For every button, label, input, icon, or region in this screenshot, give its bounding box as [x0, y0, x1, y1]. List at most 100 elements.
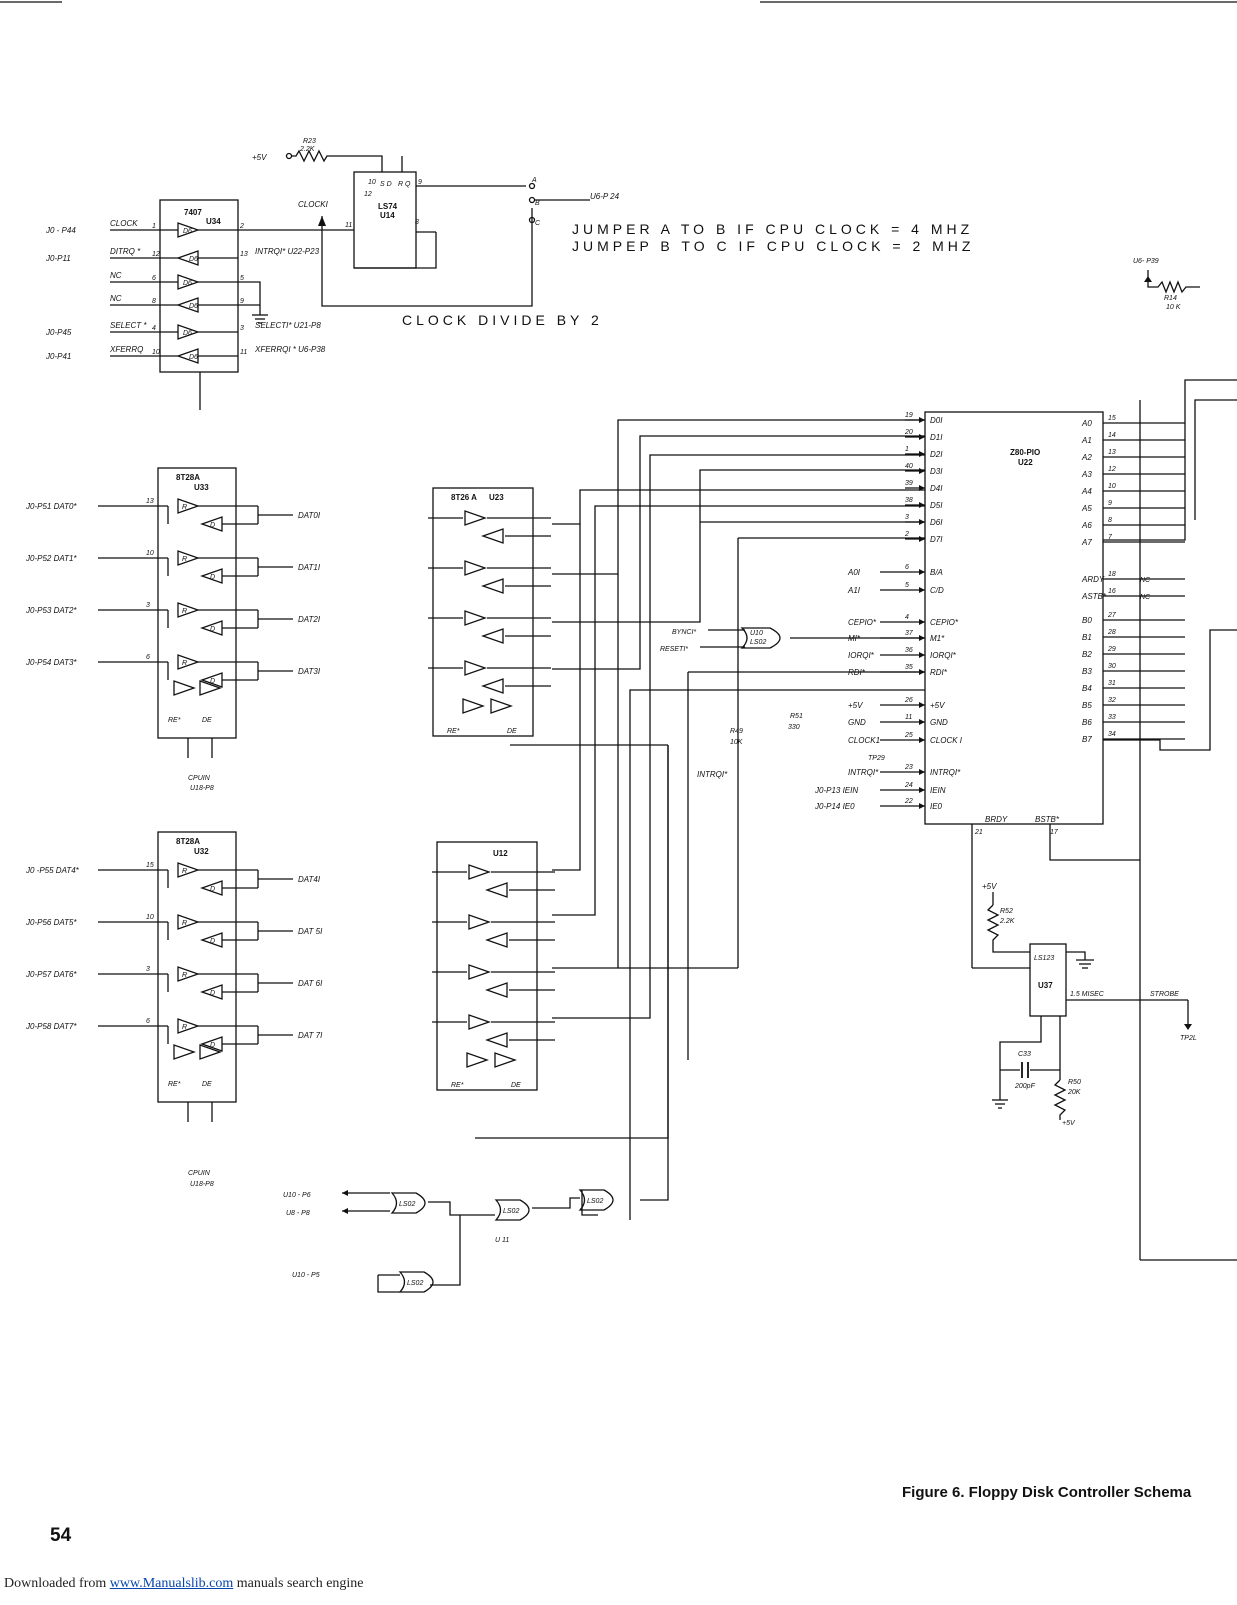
- z80-left-pin-number: 39: [905, 480, 913, 487]
- svg-text:R Q: R Q: [398, 181, 411, 188]
- arrowhead: [919, 536, 925, 542]
- nor-gate-label: LS02: [587, 1198, 603, 1205]
- z80-ctrl-pin-name: CLOCK I: [930, 736, 963, 745]
- z80-ctrl-pin-name: RDI*: [930, 668, 948, 677]
- z80-ctrl-pin-name: GND: [930, 718, 948, 727]
- u23-driver: [481, 528, 504, 544]
- u32-d-label: D: [210, 886, 215, 893]
- z80-ctrl-ext-label: +5V: [848, 701, 863, 710]
- u12-re-buffer: [466, 1052, 489, 1068]
- z80-right-pin-name: B4: [1082, 684, 1092, 693]
- u33-output-signal: DAT0I: [298, 511, 321, 520]
- r14-label: R14: [1164, 295, 1177, 302]
- z80-ctrl-pin-number: 5: [905, 582, 909, 589]
- u34-input-pin: 12: [152, 251, 160, 258]
- z80-right-pin-name: B2: [1082, 650, 1092, 659]
- u34-output-signal: XFERRQI * U6-P38: [254, 345, 326, 354]
- u6p39-label: U6- P39: [1133, 258, 1159, 265]
- z80-left-pin-number: 1: [905, 446, 909, 453]
- arrowhead: [919, 519, 925, 525]
- u12-de-label: DE: [511, 1082, 521, 1089]
- z80-ctrl-pin-name: INTRQI*: [930, 768, 961, 777]
- u32-de-label: DE: [202, 1081, 212, 1088]
- u34-type: 7407: [184, 208, 202, 217]
- z80-right-pin-name: B0: [1082, 616, 1092, 625]
- u34-output-pin: 9: [240, 298, 244, 305]
- u32-d-label: D: [210, 938, 215, 945]
- c33-value: 200pF: [1014, 1083, 1036, 1090]
- u32-output-signal: DAT 6I: [298, 979, 323, 988]
- u34-output-pin: 3: [240, 325, 244, 332]
- z80-right-pin-name: A7: [1081, 538, 1092, 547]
- u23-driver: [481, 578, 504, 594]
- arrowhead: [919, 619, 925, 625]
- z80-right-pin-number: 18: [1108, 571, 1116, 578]
- z80-ctrl-ext-label: A0I: [847, 568, 861, 577]
- u32-r-label: R: [182, 868, 187, 875]
- u34-gate: [177, 222, 200, 238]
- jumper-ab-note: JUMPER A TO B IF CPU CLOCK = 4 MHZ: [572, 221, 973, 237]
- z80-right-pin-number: 12: [1108, 466, 1116, 473]
- footer-link[interactable]: www.Manualslib.com: [109, 1576, 234, 1591]
- u32-receiver: [177, 966, 200, 982]
- z80-right-pin-name: B5: [1082, 701, 1092, 710]
- u32-r-label: R: [182, 972, 187, 979]
- u37-ref: U37: [1038, 981, 1053, 990]
- u34-output-pin: 2: [239, 223, 244, 230]
- arrowhead: [919, 652, 925, 658]
- u10p6-label: U10 - P6: [283, 1192, 311, 1199]
- u33-ref: U33: [194, 483, 209, 492]
- svg-text:C: C: [535, 220, 541, 227]
- nor-gate-4: [398, 1271, 434, 1293]
- z80-ctrl-pin-number: 23: [904, 764, 913, 771]
- z80-left-pin-name: D0I: [930, 416, 943, 425]
- u34-output-signal: SELECTI* U21-P8: [255, 321, 321, 330]
- z80-right-pin-number: 14: [1108, 432, 1116, 439]
- u33-d-label: D: [210, 626, 215, 633]
- u34-input-pin: 8: [152, 298, 156, 305]
- u34-gate: [177, 324, 200, 340]
- u10-nor-gate: [740, 627, 781, 649]
- svg-text:A: A: [531, 177, 537, 184]
- u23-re-label: RE*: [447, 728, 460, 735]
- arrowhead: [919, 787, 925, 793]
- z80-ctrl-pin-number: 6: [905, 564, 909, 571]
- u33-output-signal: DAT1I: [298, 563, 321, 572]
- z80-brdy-pin: 21: [974, 829, 983, 836]
- arrowhead: [919, 669, 925, 675]
- u33-d-label: D: [210, 522, 215, 529]
- u33-connector: J0-P54 DAT3*: [25, 658, 77, 667]
- r49-value: 10K: [730, 739, 743, 746]
- u34-gate-label: D6: [189, 256, 198, 263]
- z80-nc-label: NC: [1140, 577, 1151, 584]
- u12-de-buffer: [494, 1052, 517, 1068]
- nor-gate-label: LS02: [407, 1280, 423, 1287]
- arrowhead: [919, 502, 925, 508]
- u34-output-pin: 5: [240, 275, 244, 282]
- cpuin-1-label: CPUIN: [188, 775, 211, 782]
- u37-plus5v: +5V: [982, 882, 997, 891]
- tp29-label: TP29: [868, 755, 885, 762]
- arrowhead: [919, 468, 925, 474]
- u32-receiver: [177, 862, 200, 878]
- z80-type: Z80-PIO: [1010, 448, 1040, 457]
- z80-ctrl-pin-name: IE0: [930, 802, 943, 811]
- u23-ref: U23: [489, 493, 504, 502]
- r23-label: R23: [303, 138, 316, 145]
- r51-value: 330: [788, 724, 800, 731]
- u10p5-label: U10 - P5: [292, 1272, 320, 1279]
- z80-pio: Z80-PIO U22: [924, 411, 1104, 825]
- arrowhead: [919, 587, 925, 593]
- u32-connector: J0 -P55 DAT4*: [25, 866, 80, 875]
- u32-connector: J0-P58 DAT7*: [25, 1022, 77, 1031]
- z80-left-pin-name: D7I: [930, 535, 943, 544]
- u33-pin: 13: [146, 498, 154, 505]
- z80-ctrl-pin-number: 26: [904, 697, 913, 704]
- z80-left-pin-number: 2: [904, 531, 909, 538]
- z80-ctrl-pin-name: CEPIO*: [930, 618, 959, 627]
- u33-re-label: RE*: [168, 717, 181, 724]
- z80-right-pin-name: A4: [1081, 487, 1092, 496]
- u34-buffer: 7407 U34: [159, 199, 322, 410]
- u33-d-label: D: [210, 574, 215, 581]
- z80-ctrl-pin-number: 4: [905, 614, 909, 621]
